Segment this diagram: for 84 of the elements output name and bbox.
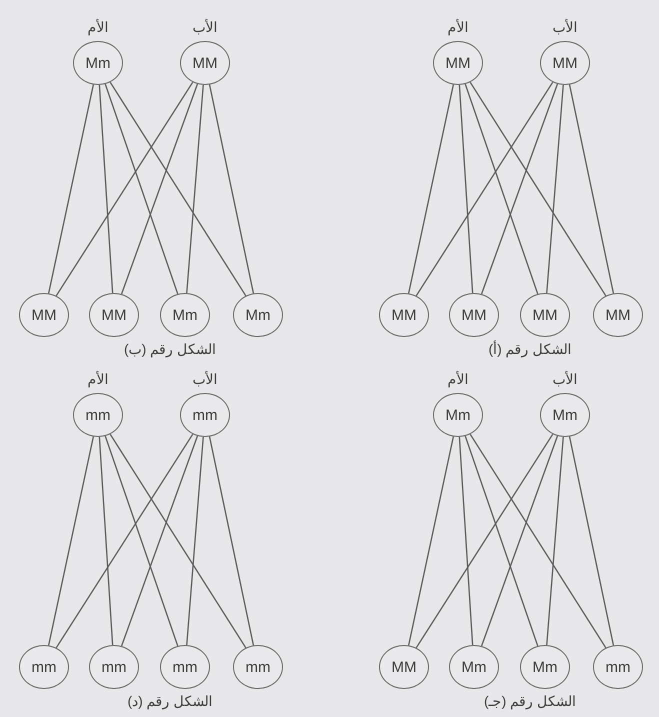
parent-label: الأب (192, 20, 218, 34)
genotype-circle (449, 293, 499, 337)
genotype-circle (233, 293, 283, 337)
genotype-label: MM (192, 56, 218, 70)
connector-line (208, 436, 254, 646)
connector-line (568, 436, 614, 646)
genotype-label: MM (392, 308, 416, 322)
genotype-label: MM (532, 308, 558, 322)
genotype-label: Mm (86, 56, 110, 70)
genotype-label: Mm (462, 660, 486, 674)
figure-caption: الشكل رقم (جـ) (484, 694, 576, 708)
genotype-label: mm (246, 660, 270, 674)
parent-label: الأم (88, 372, 108, 386)
connector-line (186, 84, 204, 294)
figure-caption: الشكل رقم (ب) (124, 342, 216, 356)
genotype-circle (379, 645, 429, 689)
genotype-label: mm (32, 660, 56, 674)
genotype-label: MM (552, 56, 578, 70)
genotype-label: Mm (532, 660, 558, 674)
genotype-label: MM (462, 308, 486, 322)
genotype-circle (89, 293, 139, 337)
connector-line (416, 82, 554, 296)
genotype-label: MM (446, 56, 470, 70)
connector-line (470, 82, 606, 296)
genotype-label: MM (606, 308, 630, 322)
connector-line (458, 436, 474, 646)
parent-label: الأب (552, 372, 578, 386)
connector-line (546, 436, 564, 646)
figure-caption: الشكل رقم (د) (127, 694, 213, 708)
connector-line (110, 434, 246, 648)
connector-line (56, 434, 194, 648)
connector-line (104, 436, 178, 646)
genotype-label: Mm (172, 308, 198, 322)
connector-line (416, 434, 554, 648)
genotype-circle (160, 293, 210, 337)
genotype-label: mm (192, 408, 218, 422)
connector-line (120, 84, 198, 294)
connector-line (470, 434, 606, 648)
connector-line (546, 84, 564, 294)
connector-line (480, 84, 558, 294)
genotype-circle (89, 645, 139, 689)
connector-line (48, 84, 94, 294)
connector-line (104, 84, 178, 294)
genotype-label: MM (102, 308, 126, 322)
genotype-label: MM (392, 660, 416, 674)
connector-line (208, 84, 254, 294)
genotype-label: mm (102, 660, 126, 674)
genotype-circle (19, 293, 69, 337)
connector-line (98, 84, 114, 294)
parent-label: الأم (88, 20, 108, 34)
genotype-label: mm (172, 660, 198, 674)
genotype-circle (19, 645, 69, 689)
parent-label: الأب (192, 372, 218, 386)
connector-line (464, 84, 538, 294)
connector-line (120, 436, 198, 646)
connector-line (48, 436, 94, 646)
genotype-circle (379, 293, 429, 337)
connector-line (458, 84, 474, 294)
genotype-label: Mm (552, 408, 578, 422)
genotype-label: Mm (446, 408, 470, 422)
figure-caption: الشكل رقم (أ) (488, 342, 572, 356)
connector-line (186, 436, 204, 646)
connector-line (110, 82, 246, 296)
genotype-label: mm (86, 408, 110, 422)
genotype-circle (160, 645, 210, 689)
genotype-circle (520, 645, 570, 689)
connector-line (56, 82, 194, 296)
genotype-circle (593, 645, 643, 689)
parent-label: الأم (448, 372, 468, 386)
connector-line (568, 84, 614, 294)
genotype-circle (593, 293, 643, 337)
genotype-circle (233, 645, 283, 689)
connector-line (98, 436, 114, 646)
genotype-label: MM (32, 308, 56, 322)
connector-line (408, 84, 454, 294)
connector-line (464, 436, 538, 646)
genotype-circle (520, 293, 570, 337)
genotype-label: Mm (246, 308, 270, 322)
parent-label: الأم (448, 20, 468, 34)
connector-line (408, 436, 454, 646)
parent-label: الأب (552, 20, 578, 34)
connector-line (480, 436, 558, 646)
genotype-circle (449, 645, 499, 689)
genotype-label: mm (606, 660, 630, 674)
